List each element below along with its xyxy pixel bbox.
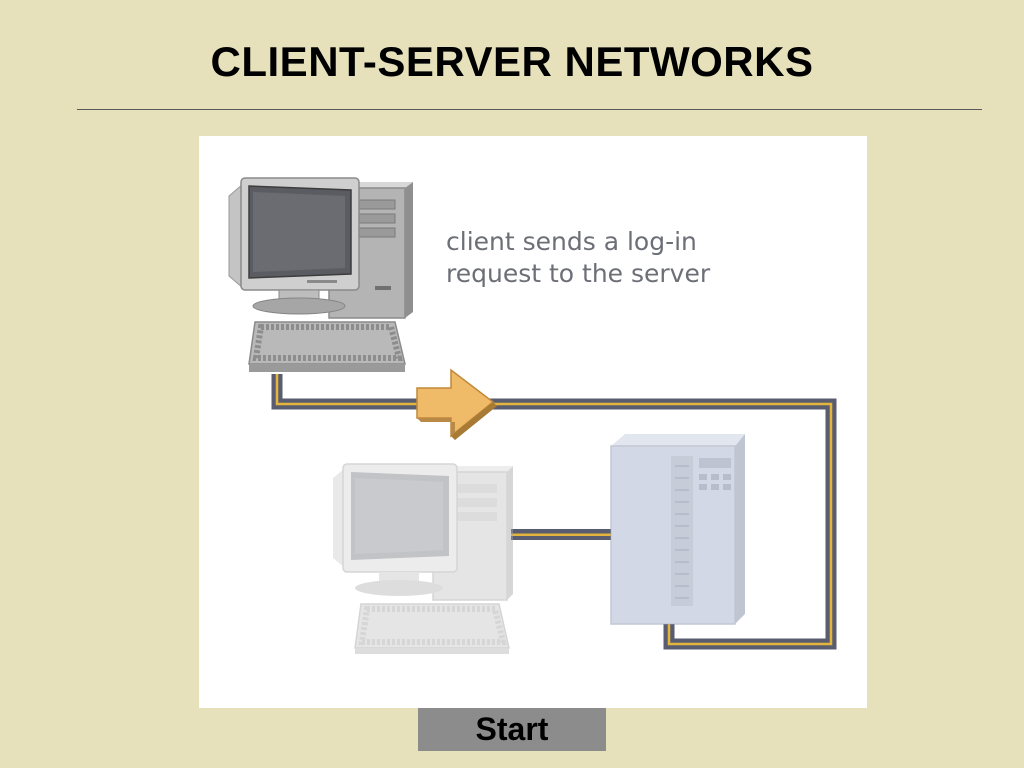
client-computer-icon-secondary bbox=[333, 463, 513, 654]
start-button[interactable]: Start bbox=[418, 708, 606, 751]
request-arrow-icon bbox=[416, 368, 497, 440]
network-diagram: client sends a log-in request to the ser… bbox=[199, 136, 867, 708]
network-cables bbox=[271, 374, 837, 650]
title-divider bbox=[77, 109, 982, 110]
diagram-caption-line1: client sends a log-in bbox=[446, 227, 697, 256]
client-computer-icon bbox=[228, 177, 413, 372]
diagram-caption-line2: request to the server bbox=[446, 259, 711, 288]
server-icon bbox=[610, 434, 745, 625]
slide-title: CLIENT-SERVER NETWORKS bbox=[210, 38, 814, 85]
